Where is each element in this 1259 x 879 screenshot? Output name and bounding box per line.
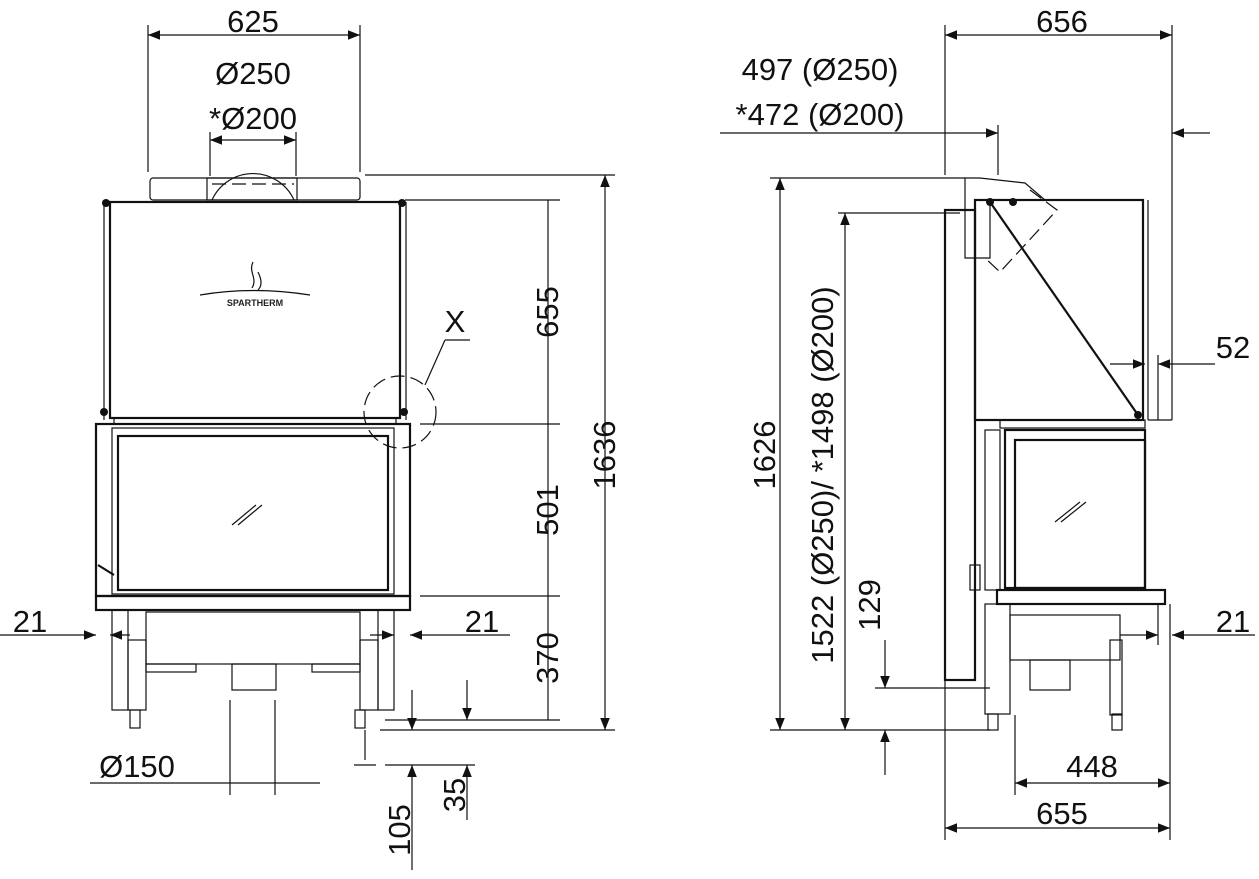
base-plate: [94, 594, 412, 612]
brand-logo-text: SPARTHERM: [227, 298, 283, 308]
hood: [100, 199, 408, 425]
side-view: 656 497 (Ø250) *472 (Ø200): [720, 4, 1255, 840]
dim-side-total-height: 1626: [747, 421, 782, 490]
dim-flue-200: *Ø200: [209, 101, 297, 136]
flue-collar: [149, 173, 361, 201]
dim-foot-35: 35: [437, 778, 472, 812]
side-body: [943, 177, 1172, 731]
dim-base-height: 370: [530, 632, 565, 684]
dim-flue-height: 1522 (Ø250)/ *1498 (Ø200): [805, 286, 840, 663]
dim-side-right-offset: 21: [1216, 604, 1250, 639]
dim-hood-height: 655: [530, 286, 565, 338]
dim-foot-105: 105: [382, 804, 417, 856]
firebox: [94, 422, 412, 598]
dim-width-top: 625: [227, 4, 279, 39]
dim-left-offset: 21: [13, 604, 47, 639]
dim-right-offset: 21: [465, 604, 499, 639]
brand-logo: SPARTHERM: [199, 261, 311, 308]
dim-firebox-height: 501: [530, 484, 565, 536]
detail-circle: [363, 375, 437, 449]
dim-hood-offset: 52: [1216, 330, 1250, 365]
legs: [111, 609, 395, 766]
dim-total-height: 1636: [587, 421, 622, 490]
dim-leg-depth: 448: [1066, 749, 1118, 784]
dim-flue-offset-200: *472 (Ø200): [736, 97, 905, 132]
front-view: 625 Ø250 *Ø200 SPARTHERM: [0, 4, 622, 870]
detail-marker: X: [445, 304, 466, 339]
dim-flue-offset-250: 497 (Ø250): [742, 52, 899, 87]
dim-outlet-diameter: Ø150: [99, 749, 175, 784]
dim-inlet-height: 129: [852, 579, 887, 631]
dim-flue-250: Ø250: [215, 56, 291, 91]
dim-base-depth: 655: [1036, 796, 1088, 831]
dim-depth-top: 656: [1036, 4, 1088, 39]
